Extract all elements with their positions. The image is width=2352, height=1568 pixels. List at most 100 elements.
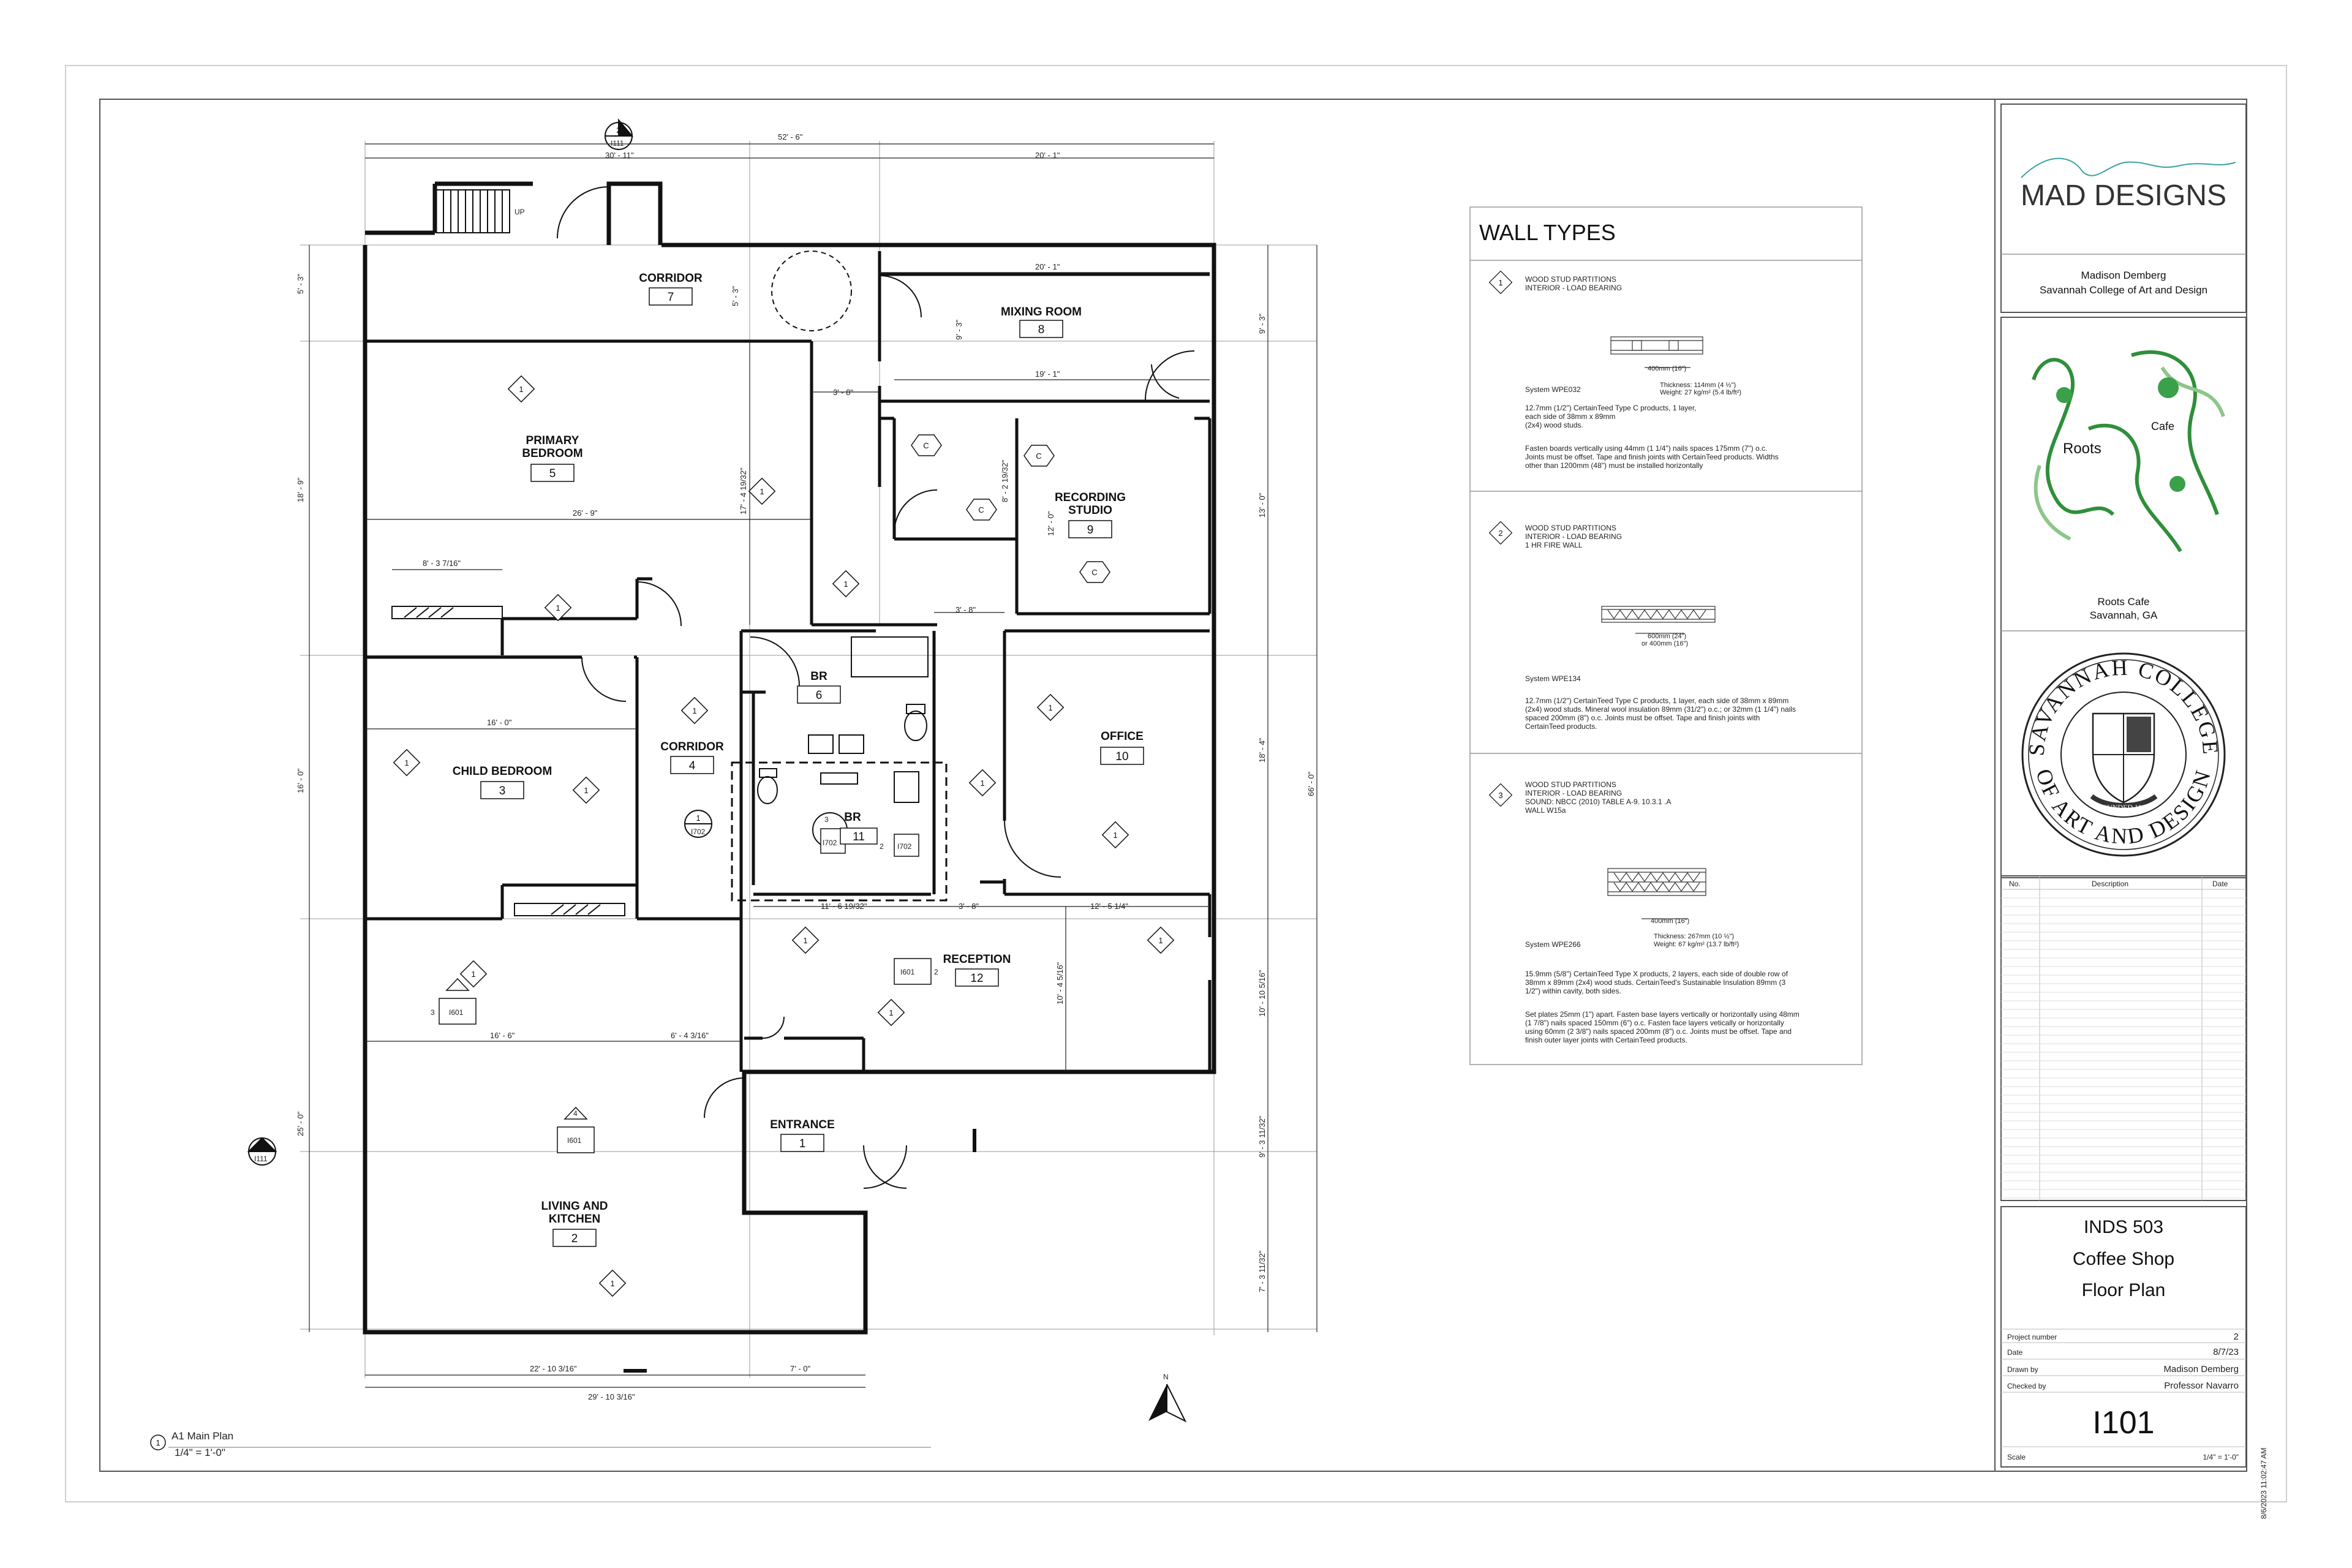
detail-callout xyxy=(684,810,712,838)
room-living-kitchen: LIVING AND xyxy=(541,1200,608,1213)
svg-text:1: 1 xyxy=(1113,831,1117,840)
svg-text:12' - 0": 12' - 0" xyxy=(1046,511,1055,536)
room-recording-studio: RECORDING xyxy=(1055,491,1126,504)
svg-text:9' - 3": 9' - 3" xyxy=(1257,314,1267,334)
c-tags xyxy=(911,434,1110,583)
svg-text:WOOD STUD PARTITIONS: WOOD STUD PARTITIONS xyxy=(1525,275,1616,284)
svg-text:6' - 4 3/16": 6' - 4 3/16" xyxy=(671,1031,709,1040)
view-title-num: 1 xyxy=(156,1438,160,1447)
room-office: OFFICE xyxy=(1101,730,1144,743)
svg-text:18' - 9": 18' - 9" xyxy=(296,477,305,502)
svg-text:I601: I601 xyxy=(900,968,915,976)
room-br-11: BR xyxy=(844,811,861,824)
svg-text:25' - 0": 25' - 0" xyxy=(296,1111,305,1136)
svg-text:17' - 4 19/32": 17' - 4 19/32" xyxy=(739,467,748,514)
svg-text:System WPE134: System WPE134 xyxy=(1525,674,1581,683)
room-mixing: MIXING ROOM xyxy=(1001,306,1082,318)
detail-callout-ref: I702 xyxy=(691,827,706,836)
door-swings xyxy=(557,186,1195,1189)
svg-text:System WPE266: System WPE266 xyxy=(1525,940,1581,949)
section-top-num: 2 xyxy=(616,126,620,135)
svg-text:30' - 11": 30' - 11" xyxy=(605,151,634,160)
svg-text:1: 1 xyxy=(556,603,560,612)
svg-text:1: 1 xyxy=(799,1137,806,1150)
svg-text:4: 4 xyxy=(689,760,696,772)
svg-text:29' - 10 3/16": 29' - 10 3/16" xyxy=(588,1392,635,1401)
svg-text:Weight: 67 kg/m² (13.7 lb/ft²): Weight: 67 kg/m² (13.7 lb/ft²) xyxy=(1654,941,1739,948)
elevation-tags xyxy=(439,828,932,1153)
wall-types-title: WALL TYPES xyxy=(1479,220,1616,245)
svg-text:Thickness: 114mm (4 ½"): Thickness: 114mm (4 ½") xyxy=(1660,382,1736,389)
print-timestamp: 8/6/2023 11:02:47 AM xyxy=(2260,1447,2268,1519)
svg-text:12.7mm (1/2") CertainTeed Type: 12.7mm (1/2") CertainTeed Type C product… xyxy=(1525,696,1789,705)
svg-text:9' - 3 11/32": 9' - 3 11/32" xyxy=(1257,1115,1267,1158)
outer-border xyxy=(65,65,2287,1502)
svg-text:1: 1 xyxy=(889,1008,893,1017)
interior-walls xyxy=(365,251,1212,1072)
roots-cafe-orbs xyxy=(2056,377,2185,492)
closet-shelves xyxy=(391,606,625,916)
wall-section-1 xyxy=(1610,336,1703,368)
svg-text:BEDROOM: BEDROOM xyxy=(522,447,582,460)
svg-text:Weight: 27 kg/m² (5.4 lb/ft²): Weight: 27 kg/m² (5.4 lb/ft²) xyxy=(1660,389,1741,396)
c-tag-labels: C C C C xyxy=(923,441,1097,577)
svg-text:8' - 3 7/16": 8' - 3 7/16" xyxy=(423,559,461,568)
svg-text:20' - 1": 20' - 1" xyxy=(1035,262,1060,271)
svg-text:7: 7 xyxy=(668,291,674,304)
svg-text:9' - 3": 9' - 3" xyxy=(954,320,963,340)
mad-designs-logo-text: MAD DESIGNS xyxy=(2021,179,2226,212)
svg-text:1: 1 xyxy=(843,579,848,589)
svg-text:WALL W15a: WALL W15a xyxy=(1525,806,1566,815)
svg-text:Joints must be offset. Tape an: Joints must be offset. Tape and finish j… xyxy=(1525,453,1779,461)
svg-text:7' - 3 11/32": 7' - 3 11/32" xyxy=(1257,1250,1267,1292)
svg-text:1: 1 xyxy=(404,758,409,767)
cafe-logo-text: Cafe xyxy=(2151,420,2174,432)
title-block: MAD DESIGNS Madison Demberg Savannah Col… xyxy=(2000,104,2268,1519)
course-code: INDS 503 xyxy=(2084,1217,2163,1237)
svg-text:SOUND: NBCC (2010) TABLE A-9.: SOUND: NBCC (2010) TABLE A-9. 10.3.1 .A xyxy=(1525,797,1671,806)
svg-text:19' - 1": 19' - 1" xyxy=(1035,369,1060,379)
elevation-tag-labels: I601 2 I601 3 I601 4 I702 3 I702 2 xyxy=(431,815,938,1145)
svg-text:2: 2 xyxy=(1498,529,1502,538)
roots-logo-text: Roots xyxy=(2063,440,2101,457)
scale-label: Scale xyxy=(2007,1453,2026,1461)
room-labels: CORRIDOR 7 MIXING ROOM 8 PRIMARY BEDROOM… xyxy=(453,272,1144,1247)
designer-name: Madison Demberg xyxy=(2081,270,2166,281)
svg-text:or 400mm (16"): or 400mm (16") xyxy=(1642,640,1688,647)
svg-text:10: 10 xyxy=(1115,750,1128,763)
svg-text:5' - 3": 5' - 3" xyxy=(731,286,740,306)
svg-text:INTERIOR - LOAD BEARING: INTERIOR - LOAD BEARING xyxy=(1525,284,1622,292)
svg-text:3' - 8": 3' - 8" xyxy=(959,902,979,911)
date-value: 8/7/23 xyxy=(2213,1347,2239,1357)
checked-by-value: Professor Navarro xyxy=(2164,1381,2239,1391)
svg-text:spaced 200mm (8") o.c. Joints: spaced 200mm (8") o.c. Joints must be of… xyxy=(1525,714,1760,722)
drawing-border xyxy=(99,99,2247,1472)
stairs-up-label: UP xyxy=(514,208,525,216)
svg-text:(1 7/8") nails spaced 150mm (6: (1 7/8") nails spaced 150mm (6") o.c. Fa… xyxy=(1525,1019,1784,1027)
roots-cafe-logo-icon xyxy=(2032,350,2225,552)
svg-text:3' - 8": 3' - 8" xyxy=(956,605,976,614)
svg-text:26' - 9": 26' - 9" xyxy=(573,508,598,518)
rev-no-header: No. xyxy=(2009,880,2021,888)
svg-text:2: 2 xyxy=(571,1232,578,1245)
rev-desc-header: Description xyxy=(2092,880,2128,888)
svg-text:400mm (16"): 400mm (16") xyxy=(1648,365,1686,372)
svg-text:16' - 0": 16' - 0" xyxy=(296,768,305,793)
svg-text:(2x4) wood studs.: (2x4) wood studs. xyxy=(1525,421,1583,429)
seal-founded: FOUNDED 1978 xyxy=(2098,803,2149,812)
svg-text:I702: I702 xyxy=(823,839,837,847)
svg-text:3' - 8": 3' - 8" xyxy=(833,388,853,397)
svg-text:WOOD STUD PARTITIONS: WOOD STUD PARTITIONS xyxy=(1525,524,1616,532)
svg-text:13' - 0": 13' - 0" xyxy=(1257,492,1267,518)
svg-text:3: 3 xyxy=(1498,791,1502,800)
svg-text:C: C xyxy=(923,441,929,450)
project-number-value: 2 xyxy=(2234,1332,2239,1342)
checked-by-label: Checked by xyxy=(2007,1382,2046,1390)
svg-text:7' - 0": 7' - 0" xyxy=(790,1364,810,1373)
svg-text:1 HR FIRE WALL: 1 HR FIRE WALL xyxy=(1525,541,1583,549)
svg-text:4: 4 xyxy=(573,1109,578,1118)
svg-text:1: 1 xyxy=(519,385,523,394)
svg-text:2: 2 xyxy=(880,842,884,851)
svg-text:66' - 0": 66' - 0" xyxy=(1306,771,1316,796)
scad-seal-icon xyxy=(2021,652,2226,857)
